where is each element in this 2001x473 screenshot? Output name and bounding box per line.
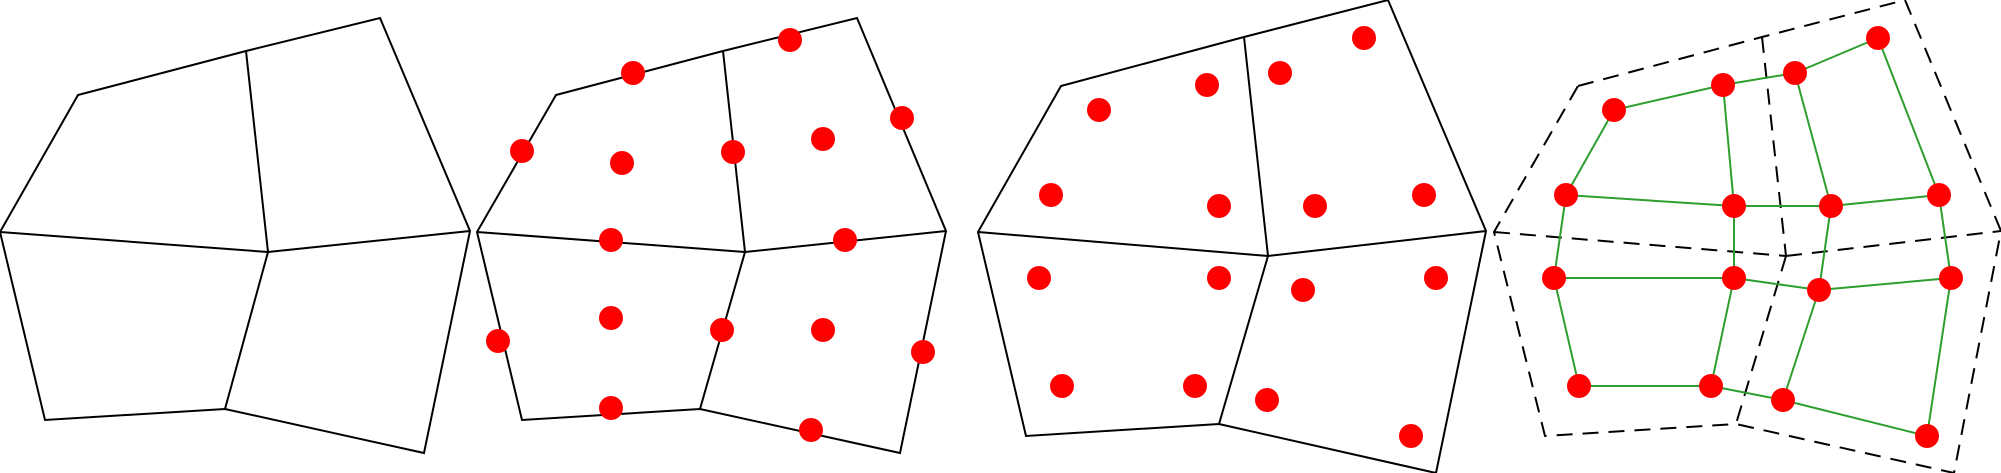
- edge-face-point: [833, 228, 857, 252]
- subcell-point: [1303, 194, 1327, 218]
- subcell-point: [1255, 388, 1279, 412]
- dashed-edge: [1785, 230, 2001, 257]
- subcell-point: [1050, 374, 1074, 398]
- dual-edge: [1877, 37, 1940, 196]
- edge-face-point: [599, 228, 623, 252]
- dual-edge: [1722, 84, 1735, 207]
- dual-node: [1699, 374, 1723, 398]
- dual-edge: [1722, 72, 1796, 86]
- mesh-edge: [1218, 255, 1269, 425]
- dual-edge: [1565, 194, 1735, 207]
- dual-node: [1722, 266, 1746, 290]
- subcell-point: [1207, 266, 1231, 290]
- dashed-edge: [1761, 36, 1787, 257]
- subcell-point: [1268, 61, 1292, 85]
- subcell-point: [1027, 266, 1051, 290]
- subcell-point: [1195, 73, 1219, 97]
- dual-node: [1602, 98, 1626, 122]
- dual-edge: [1553, 194, 1567, 279]
- dual-edge: [1733, 277, 1820, 291]
- dual-node: [1939, 266, 1963, 290]
- dual-edge: [1818, 277, 1952, 291]
- mesh-edge: [1243, 36, 1269, 257]
- dual-node: [1927, 183, 1951, 207]
- dual-node: [1554, 183, 1578, 207]
- panel-edge-face-points: [475, 16, 948, 455]
- edge-face-point: [811, 318, 835, 342]
- dual-node: [1711, 73, 1735, 97]
- edge-face-point: [599, 396, 623, 420]
- dual-node: [1771, 388, 1795, 412]
- subcell-point: [1183, 374, 1207, 398]
- mesh-edge: [267, 230, 471, 253]
- subcell-point: [1352, 26, 1376, 50]
- edge-face-point: [799, 418, 823, 442]
- dual-node: [1915, 424, 1939, 448]
- dual-node: [1819, 194, 1843, 218]
- mesh-outline: [0, 16, 472, 455]
- dual-edge: [1794, 72, 1832, 207]
- dashed-outline: [1492, 0, 2001, 473]
- panel-dual-graph: [1492, 0, 2001, 473]
- subcell-point: [1207, 194, 1231, 218]
- dual-node: [1866, 26, 1890, 50]
- mesh-outline: [475, 16, 948, 455]
- mesh-outline: [976, 0, 1488, 473]
- mesh-edge: [977, 231, 1269, 257]
- dual-edge: [1830, 194, 1940, 207]
- panel-quad-mesh: [0, 16, 472, 455]
- subcell-point: [1291, 278, 1315, 302]
- dual-edge: [1565, 109, 1615, 196]
- subcell-point: [1039, 183, 1063, 207]
- panel-subcell-points: [976, 0, 1488, 473]
- dual-edge: [1553, 277, 1580, 387]
- dual-edge: [1926, 277, 1952, 437]
- dual-edge: [1782, 399, 1928, 437]
- dual-edge: [1710, 385, 1784, 401]
- mesh-edge: [1267, 230, 1487, 257]
- edge-face-point: [510, 139, 534, 163]
- subcell-point: [1399, 424, 1423, 448]
- dashed-edge: [1493, 231, 1787, 257]
- edge-face-point: [621, 61, 645, 85]
- edge-face-point: [811, 127, 835, 151]
- subcell-point: [1424, 266, 1448, 290]
- mesh-edge: [0, 231, 269, 253]
- mesh-edge: [224, 251, 269, 410]
- edge-face-point: [778, 28, 802, 52]
- edge-face-point: [721, 140, 745, 164]
- dual-edge: [1794, 37, 1879, 74]
- dual-node: [1783, 61, 1807, 85]
- edge-face-point: [911, 340, 935, 364]
- dual-node: [1807, 278, 1831, 302]
- dual-node: [1722, 194, 1746, 218]
- dual-edge: [1710, 277, 1735, 387]
- edge-face-point: [890, 106, 914, 130]
- edge-face-point: [599, 306, 623, 330]
- dual-edge: [1782, 289, 1820, 401]
- dual-edge: [1818, 205, 1832, 291]
- dual-node: [1567, 374, 1591, 398]
- dual-edge: [1938, 194, 1952, 279]
- dual-edge: [1613, 84, 1724, 111]
- edge-face-point: [610, 151, 634, 175]
- subcell-point: [1412, 183, 1436, 207]
- mesh-edge: [245, 50, 269, 253]
- edge-face-point: [710, 318, 734, 342]
- edge-face-point: [486, 329, 510, 353]
- dual-node: [1542, 266, 1566, 290]
- subcell-point: [1087, 98, 1111, 122]
